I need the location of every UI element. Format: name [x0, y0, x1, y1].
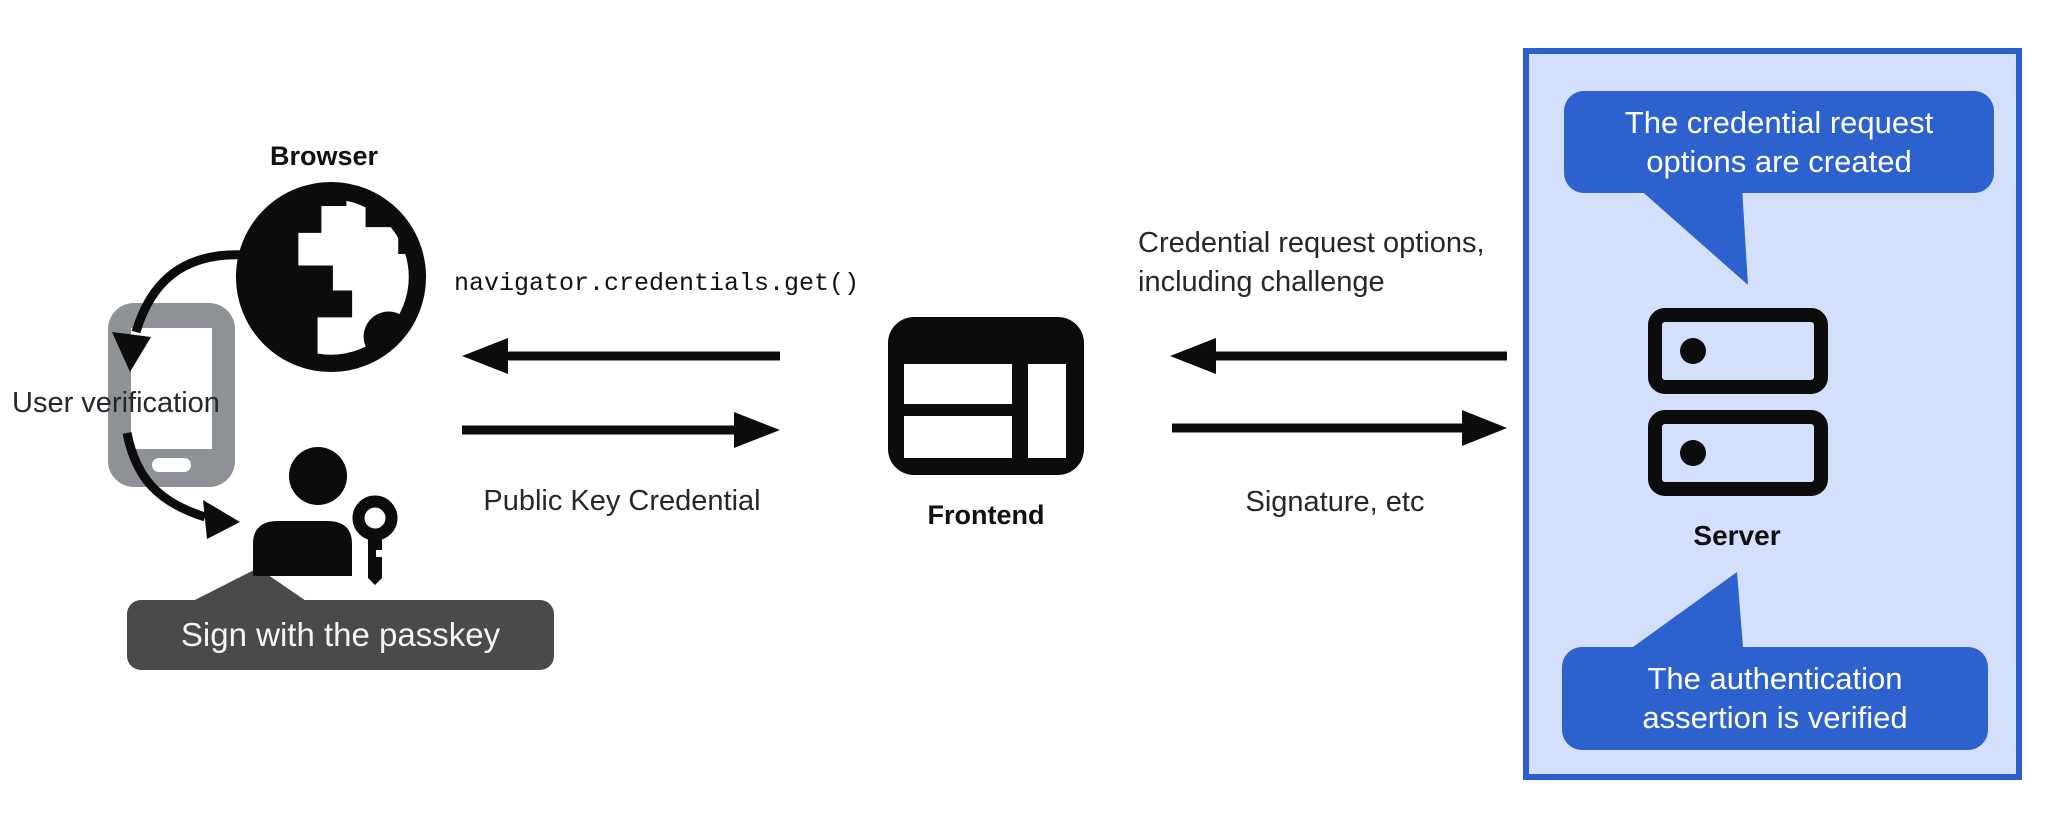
top-bubble-line1: The credential request — [1624, 104, 1934, 140]
public-key-credential-label: Public Key Credential — [483, 485, 761, 517]
user-icon — [253, 447, 352, 576]
signature-etc-label: Signature, etc — [1245, 486, 1425, 518]
credential-request-line1: Credential request options, — [1138, 227, 1485, 259]
badge-pointer — [185, 568, 312, 605]
top-bubble-tail — [1637, 187, 1748, 285]
server-label: Server — [1693, 520, 1781, 551]
key-icon — [352, 495, 398, 585]
frontend-label: Frontend — [927, 500, 1045, 530]
sign-with-passkey-badge: Sign with the passkey — [127, 600, 554, 670]
globe-icon — [235, 181, 427, 373]
browser-window-icon — [888, 317, 1084, 475]
arrow-get-call — [462, 338, 780, 374]
credential-request-options-label: Credential request options, including ch… — [1138, 224, 1485, 301]
browser-label: Browser — [269, 141, 379, 171]
credential-request-line2: including challenge — [1138, 265, 1385, 298]
top-speech-bubble: The credential request options are creat… — [1564, 91, 1994, 193]
server-panel: The credential request options are creat… — [1523, 48, 2022, 780]
bottom-bubble-tail — [1633, 572, 1743, 647]
navigator-credentials-get-label: navigator.credentials.get() — [454, 269, 860, 298]
arrow-public-key — [462, 412, 780, 448]
speech-bubble-tails — [1633, 187, 1748, 647]
arrow-credential-options — [1170, 338, 1507, 374]
bottom-speech-bubble: The authentication assertion is verified — [1562, 647, 1988, 750]
server-rack-icon — [1648, 308, 1828, 496]
bottom-bubble-line2: assertion is verified — [1642, 700, 1908, 735]
bottom-bubble-line1: The authentication — [1647, 661, 1903, 696]
top-bubble-line2: options are created — [1646, 143, 1912, 179]
user-verification-label: User verification — [12, 387, 220, 419]
arrow-signature — [1172, 410, 1507, 446]
